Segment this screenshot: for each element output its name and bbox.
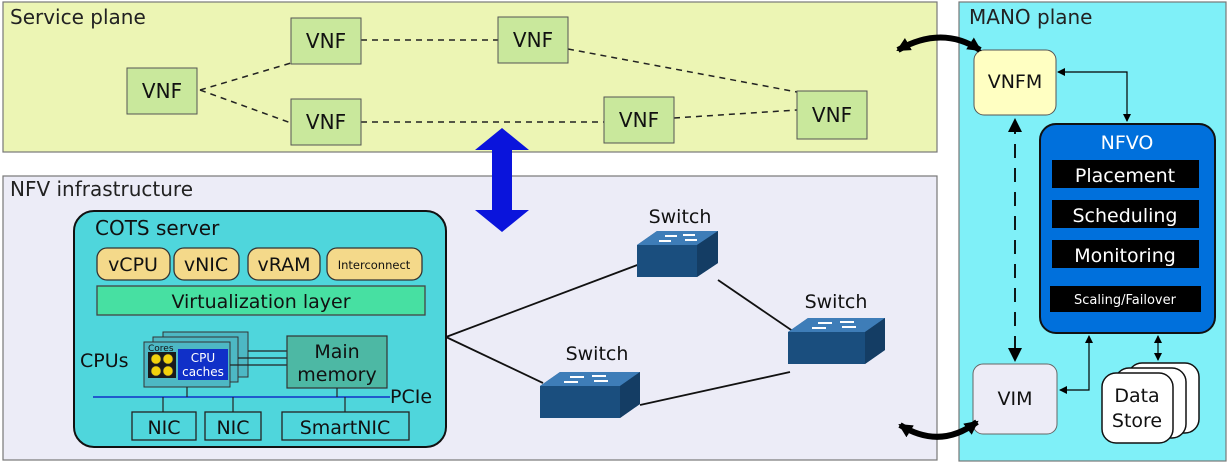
vnf-label: VNF bbox=[306, 29, 346, 53]
nic-label: NIC bbox=[216, 417, 249, 439]
vnf-label: VNF bbox=[142, 79, 182, 103]
mano-connectors bbox=[1008, 68, 1162, 394]
mano-plane: MANO plane VNFM NFVO Placement Schedulin… bbox=[958, 1, 1227, 462]
vnf-node[interactable]: VNF bbox=[603, 96, 675, 144]
scaling-failover-label: Scaling/Failover bbox=[1074, 293, 1177, 308]
service-mano-curved-arrow bbox=[896, 34, 982, 53]
vnf-label: VNF bbox=[619, 108, 659, 132]
service-plane: Service plane VNF VNF VNF VNF bbox=[2, 1, 938, 153]
data-store-label: Data bbox=[1114, 385, 1159, 407]
vnf-node[interactable]: VNF bbox=[497, 16, 569, 64]
pcie-bus: PCIe bbox=[93, 386, 432, 412]
cpu-caches-label: caches bbox=[182, 365, 224, 379]
cpu-caches bbox=[178, 349, 228, 380]
vnic-box[interactable]: vNIC bbox=[173, 247, 240, 281]
cpu-package[interactable]: Cores CPU caches bbox=[143, 331, 249, 388]
interconnect-label: Interconnect bbox=[338, 258, 411, 272]
vim-label: VIM bbox=[998, 388, 1033, 410]
vnf-label: VNF bbox=[306, 110, 346, 134]
infra-mano-curved-arrow bbox=[898, 419, 979, 440]
data-store[interactable]: Data Store bbox=[1101, 362, 1200, 444]
data-store-label: Store bbox=[1112, 410, 1162, 432]
cots-server-title: COTS server bbox=[95, 216, 220, 240]
network-link bbox=[717, 279, 801, 337]
vnf-link bbox=[199, 62, 292, 91]
placement-label: Placement bbox=[1075, 165, 1175, 187]
nfvo-function-scaling-failover[interactable]: Scaling/Failover bbox=[1050, 286, 1201, 312]
service-plane-title: Service plane bbox=[10, 5, 146, 29]
vnfm-box[interactable]: VNFM bbox=[973, 49, 1057, 116]
switch-label: Switch bbox=[566, 343, 629, 365]
nfvo-vim-link bbox=[1059, 335, 1093, 394]
network-links bbox=[445, 263, 801, 406]
cores-label: Cores bbox=[148, 344, 174, 354]
cots-server[interactable]: COTS server vCPU vNIC vRAM Interconnect bbox=[73, 210, 447, 448]
vnf-node[interactable]: VNF bbox=[126, 67, 198, 115]
virtualization-layer-label: Virtualization layer bbox=[171, 291, 350, 313]
vnf-label: VNF bbox=[513, 28, 553, 52]
cpu-caches-label: CPU bbox=[191, 351, 215, 365]
vnic-label: vNIC bbox=[184, 254, 228, 276]
nfvo-function-placement[interactable]: Placement bbox=[1052, 160, 1199, 188]
vnfm-nfvo-link bbox=[1057, 68, 1131, 122]
vnfm-label: VNFM bbox=[988, 71, 1043, 93]
smartnic-label: SmartNIC bbox=[300, 417, 391, 439]
network-link bbox=[445, 263, 641, 338]
vnf-link bbox=[673, 109, 798, 119]
vnf-node[interactable]: VNF bbox=[290, 17, 362, 65]
vnf-node[interactable]: VNF bbox=[796, 90, 868, 140]
network-link bbox=[639, 371, 791, 406]
vnf-label: VNF bbox=[812, 103, 852, 127]
main-memory-label: memory bbox=[297, 364, 376, 386]
network-link bbox=[445, 336, 544, 384]
nfv-infrastructure-title: NFV infrastructure bbox=[10, 177, 193, 201]
pcie-label: PCIe bbox=[390, 386, 432, 408]
monitoring-label: Monitoring bbox=[1074, 245, 1176, 267]
vcpu-box[interactable]: vCPU bbox=[96, 247, 171, 281]
scheduling-label: Scheduling bbox=[1072, 205, 1177, 227]
nic-label: NIC bbox=[147, 417, 180, 439]
nfv-infrastructure: NFV infrastructure COTS server vCPU vNIC… bbox=[2, 175, 938, 461]
nic-card[interactable]: NIC bbox=[131, 411, 197, 441]
memory-bus bbox=[230, 350, 287, 366]
switch-node[interactable]: Switch bbox=[637, 206, 718, 277]
nfvo-function-monitoring[interactable]: Monitoring bbox=[1052, 240, 1199, 268]
main-memory-label: Main bbox=[314, 341, 359, 363]
nic-card[interactable]: NIC bbox=[204, 411, 262, 441]
mano-plane-title: MANO plane bbox=[969, 5, 1093, 29]
switch-label: Switch bbox=[649, 206, 712, 228]
vnf-node[interactable]: VNF bbox=[290, 98, 362, 146]
smartnic-card[interactable]: SmartNIC bbox=[281, 411, 410, 441]
switch-node[interactable]: Switch bbox=[540, 343, 640, 418]
vram-box[interactable]: vRAM bbox=[247, 247, 321, 281]
switch-node[interactable]: Switch bbox=[788, 291, 885, 364]
vnf-links bbox=[199, 39, 798, 124]
vim-box[interactable]: VIM bbox=[972, 363, 1058, 435]
nfvo-box[interactable]: NFVO Placement Scheduling Monitoring Sca… bbox=[1039, 123, 1216, 334]
vcpu-label: vCPU bbox=[108, 254, 158, 276]
vram-label: vRAM bbox=[257, 254, 310, 276]
switch-label: Switch bbox=[805, 291, 868, 313]
virtualization-layer[interactable]: Virtualization layer bbox=[96, 285, 426, 316]
blue-double-arrow bbox=[475, 128, 529, 232]
nfvo-function-scheduling[interactable]: Scheduling bbox=[1052, 200, 1199, 228]
nfvo-title: NFVO bbox=[1101, 132, 1154, 154]
interconnect-box[interactable]: Interconnect bbox=[326, 247, 423, 281]
vnf-link bbox=[199, 89, 292, 124]
vnf-link bbox=[567, 48, 798, 93]
main-memory[interactable]: Main memory bbox=[286, 335, 388, 389]
cpus-label: CPUs bbox=[80, 350, 129, 372]
